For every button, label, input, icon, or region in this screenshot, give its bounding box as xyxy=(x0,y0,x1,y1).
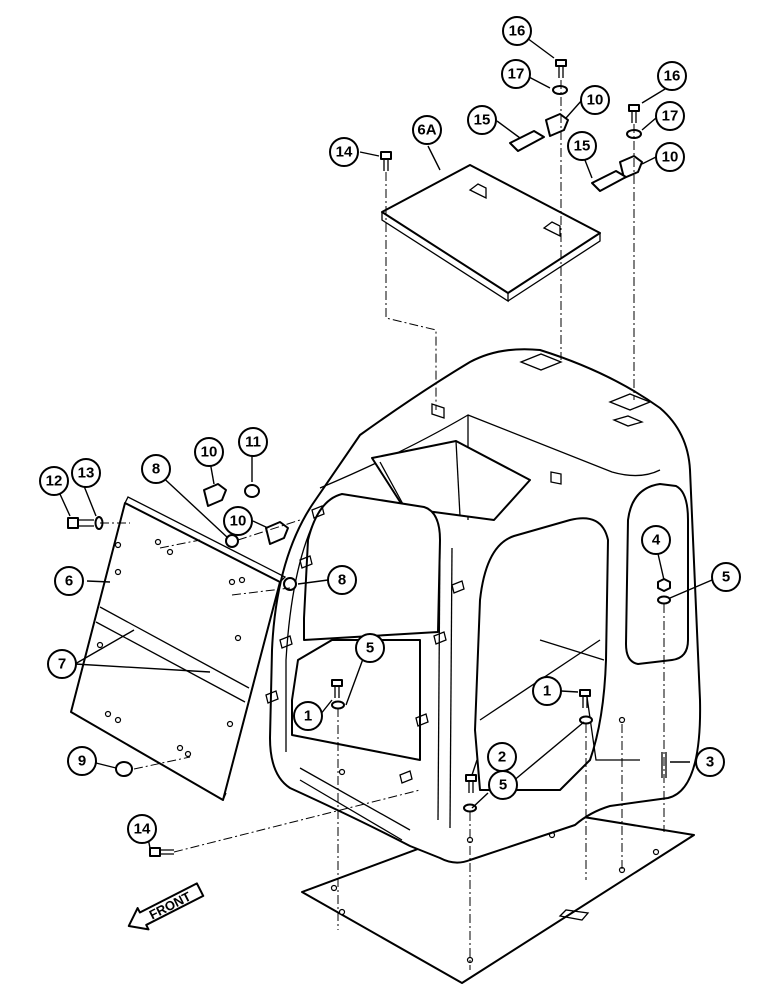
svg-text:10: 10 xyxy=(201,444,218,461)
callout-5-lower: 5 xyxy=(488,770,518,800)
svg-text:14: 14 xyxy=(336,144,353,161)
svg-text:2: 2 xyxy=(498,749,506,766)
front-direction-arrow: FRONT xyxy=(127,882,205,931)
svg-text:9: 9 xyxy=(78,753,86,770)
roof-panel-6a xyxy=(381,164,601,303)
callout-10-right: 10 xyxy=(655,142,685,172)
svg-text:5: 5 xyxy=(366,640,374,657)
callout-10-panel-top: 10 xyxy=(194,437,224,467)
callout-5-right: 5 xyxy=(711,562,741,592)
callout-15-top: 15 xyxy=(467,105,497,135)
callout-5-left: 5 xyxy=(355,633,385,663)
callout-10-top: 10 xyxy=(580,85,610,115)
svg-text:8: 8 xyxy=(338,572,346,589)
svg-text:10: 10 xyxy=(587,92,604,109)
callout-6: 6 xyxy=(54,566,84,596)
callout-17-right: 17 xyxy=(655,101,685,131)
callout-14-lower: 14 xyxy=(127,814,157,844)
callout-1-left: 1 xyxy=(293,701,323,731)
callout-11: 11 xyxy=(238,427,268,457)
callout-9: 9 xyxy=(67,746,97,776)
svg-text:6: 6 xyxy=(65,573,73,590)
callout-7: 7 xyxy=(47,649,77,679)
svg-text:15: 15 xyxy=(474,112,491,129)
svg-text:12: 12 xyxy=(46,473,63,490)
hardware-parts xyxy=(67,59,671,857)
callout-14-top: 14 xyxy=(329,137,359,167)
callout-1-right: 1 xyxy=(532,676,562,706)
svg-text:13: 13 xyxy=(78,465,95,482)
svg-text:17: 17 xyxy=(508,66,525,83)
assembly-centerlines xyxy=(100,80,665,970)
callout-2: 2 xyxy=(487,742,517,772)
svg-text:4: 4 xyxy=(652,532,661,549)
svg-text:10: 10 xyxy=(230,513,247,530)
callout-17-top: 17 xyxy=(501,59,531,89)
callout-3: 3 xyxy=(695,747,725,777)
callout-4: 4 xyxy=(641,525,671,555)
svg-text:11: 11 xyxy=(245,434,261,451)
callout-6a: 6A xyxy=(412,115,442,145)
svg-text:7: 7 xyxy=(58,656,66,673)
callout-12: 12 xyxy=(39,466,69,496)
side-panel-6 xyxy=(70,496,287,801)
callout-13: 13 xyxy=(71,458,101,488)
svg-text:15: 15 xyxy=(574,138,591,155)
callout-16-top: 16 xyxy=(502,16,532,46)
svg-text:5: 5 xyxy=(722,569,730,586)
cab-frame xyxy=(265,348,702,864)
svg-text:10: 10 xyxy=(662,149,679,166)
svg-text:16: 16 xyxy=(664,68,681,85)
callout-16-right: 16 xyxy=(657,61,687,91)
callout-15-right: 15 xyxy=(567,131,597,161)
svg-text:17: 17 xyxy=(662,108,679,125)
svg-text:6A: 6A xyxy=(417,122,436,139)
svg-text:1: 1 xyxy=(543,683,551,700)
leader-lines xyxy=(53,37,713,849)
callout-8-upper: 8 xyxy=(141,454,171,484)
svg-text:5: 5 xyxy=(499,777,507,794)
callout-8-lower: 8 xyxy=(327,565,357,595)
front-arrow-label: FRONT xyxy=(147,889,194,923)
svg-text:8: 8 xyxy=(152,461,160,478)
svg-text:3: 3 xyxy=(706,754,714,771)
svg-text:16: 16 xyxy=(509,23,526,40)
svg-text:14: 14 xyxy=(134,821,151,838)
callout-10-panel-lower: 10 xyxy=(223,506,253,536)
svg-text:1: 1 xyxy=(304,708,312,725)
